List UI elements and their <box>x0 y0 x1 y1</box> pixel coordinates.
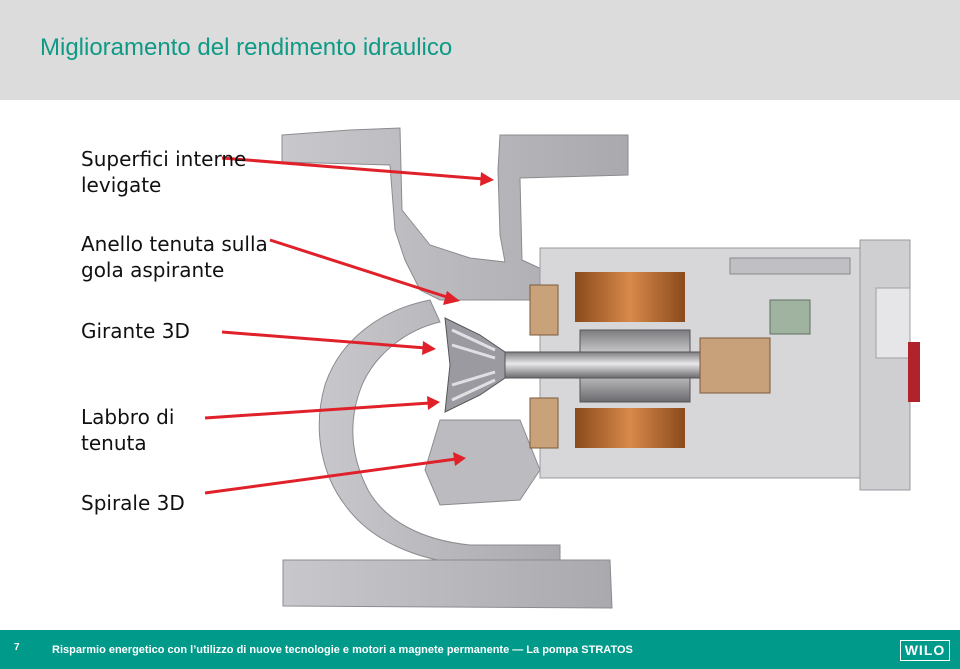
label-line: gola aspirante <box>81 258 225 282</box>
label-line: tenuta <box>81 431 147 455</box>
arrow-anello <box>269 238 460 305</box>
label-labbro-tenuta: Labbro di tenuta <box>81 404 174 456</box>
label-anello-tenuta: Anello tenuta sulla gola aspirante <box>81 231 268 283</box>
label-line: levigate <box>81 173 162 197</box>
label-girante: Girante 3D <box>81 318 190 344</box>
arrow-superfici <box>221 156 494 186</box>
page-number: 7 <box>14 642 20 653</box>
label-line: Superfici interne <box>81 147 247 171</box>
label-line: Girante 3D <box>81 319 190 343</box>
label-superfici-interne: Superfici interne levigate <box>81 146 246 198</box>
footer-bar: 7 Risparmio energetico con l’utilizzo di… <box>0 630 960 669</box>
page-title: Miglioramento del rendimento idraulico <box>40 34 453 61</box>
wilo-logo: WILO <box>900 640 950 661</box>
bearing-bottom <box>529 397 559 449</box>
arrow-girante <box>221 330 436 355</box>
label-line: Spirale 3D <box>81 491 185 515</box>
footer-text: Risparmio energetico con l’utilizzo di n… <box>52 644 633 656</box>
rear-bearing <box>699 337 771 394</box>
arrow-spirale <box>204 452 466 495</box>
electronics-module <box>729 257 851 275</box>
callout-arrows <box>204 156 494 495</box>
header-bar: Miglioramento del rendimento idraulico <box>0 0 960 100</box>
label-spirale: Spirale 3D <box>81 490 185 516</box>
stator-winding-bottom <box>575 408 685 448</box>
sensor-part <box>769 299 811 335</box>
pump-casing <box>281 127 629 609</box>
impeller-3d <box>444 317 506 413</box>
arrow-labbro <box>204 396 440 420</box>
label-line: Anello tenuta sulla <box>81 232 268 256</box>
stator-winding-top <box>575 272 685 322</box>
bearing-top <box>529 284 559 336</box>
label-line: Labbro di <box>81 405 175 429</box>
